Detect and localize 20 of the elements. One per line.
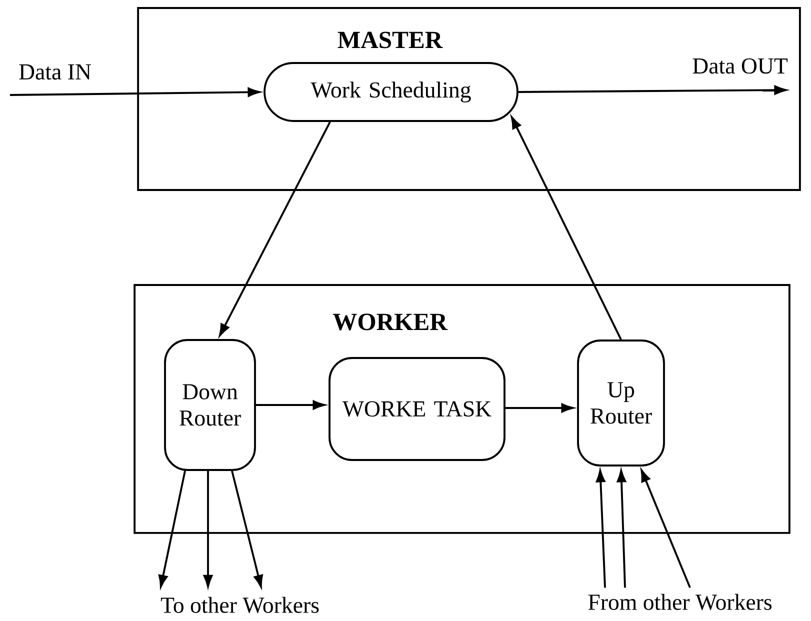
arrow (518, 85, 787, 95)
arrow (219, 122, 331, 336)
arrow (256, 400, 326, 410)
arrow (510, 116, 622, 340)
arrow (231, 470, 263, 588)
caption-text: From other Workers (588, 594, 772, 610)
arrow (158, 470, 186, 588)
arrow (596, 470, 606, 588)
arrow (640, 470, 691, 588)
edge-label: Data OUT (692, 58, 788, 74)
process-box: Work Scheduling (264, 62, 518, 122)
task-box: WORKE TASK (328, 357, 506, 461)
arrow (203, 470, 213, 588)
arrow (10, 88, 260, 97)
caption-text: To other Workers (160, 596, 319, 614)
arrow (616, 470, 626, 588)
router-box: Up Router (577, 340, 665, 466)
arrow (505, 403, 574, 413)
edge-label: Data IN (19, 64, 91, 80)
router-box: Down Router (164, 339, 256, 471)
